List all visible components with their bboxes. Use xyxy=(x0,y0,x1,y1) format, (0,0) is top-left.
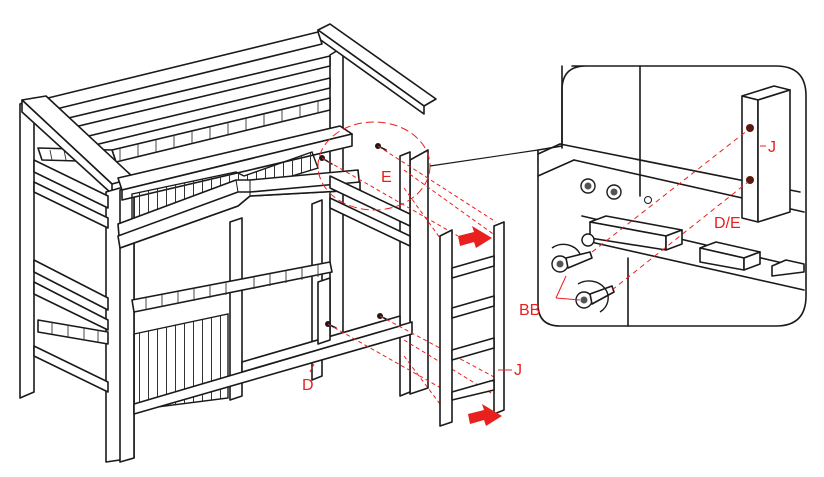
alignment-lines xyxy=(321,145,497,405)
front-left-post xyxy=(19,95,135,463)
front-right-post xyxy=(399,149,429,397)
leader-line-d xyxy=(309,363,315,373)
label-d: D xyxy=(302,377,314,394)
detail-slats xyxy=(589,215,805,277)
label-detail-j: J xyxy=(768,139,776,156)
detail-board-j xyxy=(741,85,791,223)
detail-inset xyxy=(537,65,807,327)
label-e: E xyxy=(381,169,392,186)
label-j: J xyxy=(514,362,522,379)
left-end-frame xyxy=(33,159,109,393)
bolt-icon xyxy=(580,178,652,247)
arrow-right-icon xyxy=(458,226,502,426)
bunk-bed xyxy=(19,23,437,463)
back-lower-post xyxy=(317,277,331,345)
callout-connector xyxy=(429,149,539,167)
ladder xyxy=(439,221,505,427)
lower-front-rail xyxy=(133,315,413,415)
center-posts xyxy=(229,199,323,401)
right-end-frame xyxy=(329,175,411,247)
lower-slats xyxy=(37,261,333,345)
label-bb: BB xyxy=(519,302,540,319)
label-detail-de: D/E xyxy=(714,215,741,232)
